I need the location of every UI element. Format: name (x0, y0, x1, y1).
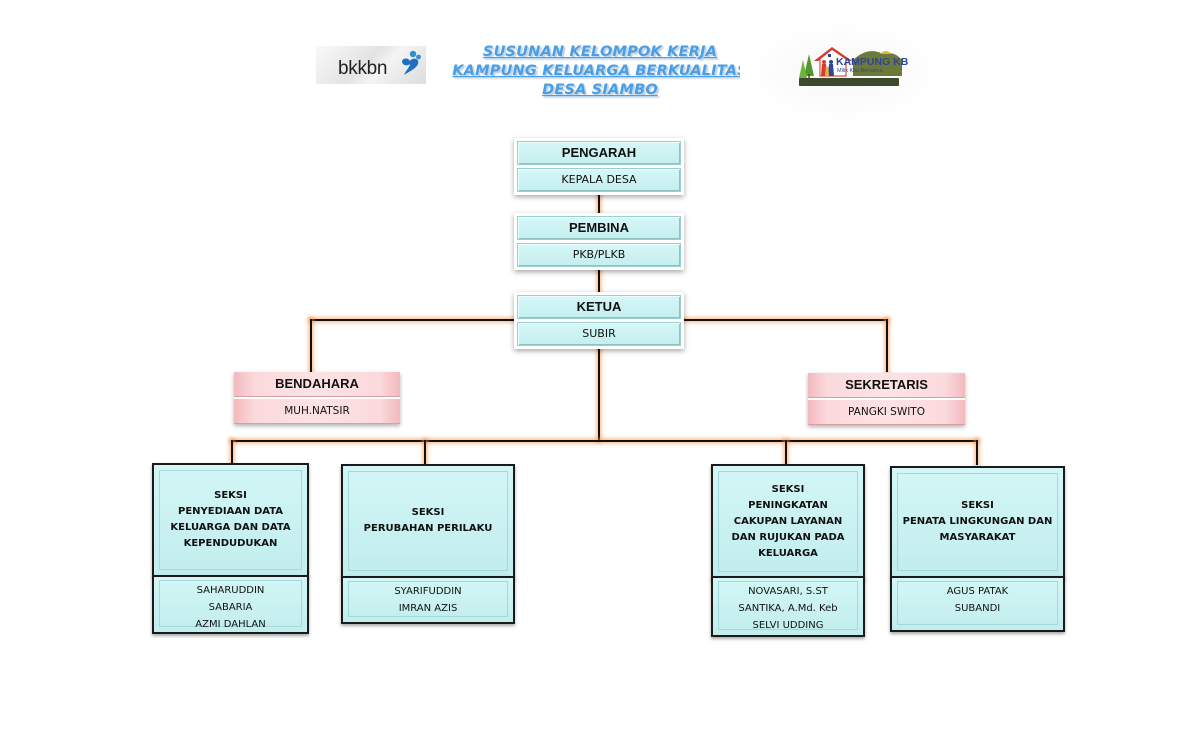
ketua-box: KETUA SUBIR (514, 292, 684, 349)
connector-section-2-drop (424, 440, 426, 464)
bendahara-role: BENDAHARA (234, 372, 400, 397)
section-2-member: SYARIFUDDIN (394, 586, 462, 597)
section-2-members: SYARIFUDDIN IMRAN AZIS (341, 576, 515, 624)
connector-sekretaris-drop (886, 319, 888, 372)
section-3-member: NOVASARI, S.ST (748, 586, 828, 597)
title-line-3: DESA SIAMBO (542, 82, 658, 98)
pembina-role: PEMBINA (517, 216, 681, 240)
bkkbn-logo-text: bkkbn (338, 58, 388, 79)
section-3-member: SANTIKA, A.Md. Keb (738, 603, 838, 614)
kampung-kb-subtitle: Milik Kita Bersama (837, 68, 883, 74)
pengarah-role: PENGARAH (517, 141, 681, 165)
connector-ketua-left (310, 319, 518, 321)
kampung-kb-logo: KAMPUNG KB Milik Kita Bersama (798, 46, 908, 92)
section-4-member: SUBANDI (954, 603, 1001, 614)
section-1-members: SAHARUDDIN SABARIA AZMI DAHLAN (152, 575, 309, 634)
section-2-title: SEKSI PERUBAHAN PERILAKU (348, 471, 508, 571)
bendahara-name: MUH.NATSIR (234, 399, 400, 424)
bkkbn-logo-icon (402, 50, 421, 75)
bkkbn-logo: bkkbn (316, 46, 426, 84)
ketua-name: SUBIR (517, 322, 681, 346)
page-title: SUSUNAN KELOMPOK KERJA KAMPUNG KELUARGA … (430, 43, 770, 100)
pembina-name: PKB/PLKB (517, 243, 681, 267)
pengarah-name: KEPALA DESA (517, 168, 681, 192)
connector-ketua-right (682, 319, 888, 321)
connector-pengarah-pembina (598, 194, 600, 216)
connector-section-4-drop (976, 440, 978, 465)
title-line-2: KAMPUNG KELUARGA BERKUALITAS (452, 63, 748, 79)
ketua-role: KETUA (517, 295, 681, 319)
title-line-1: SUSUNAN KELOMPOK KERJA (482, 44, 718, 60)
section-3-box: SEKSI PENINGKATAN CAKUPAN LAYANAN DAN RU… (711, 464, 865, 579)
section-1-member: AZMI DAHLAN (195, 619, 266, 630)
section-4-box: SEKSI PENATA LINGKUNGAN DAN MASYARAKAT (890, 466, 1065, 578)
connector-section-3-drop (785, 440, 787, 464)
kampung-kb-title: KAMPUNG KB (836, 56, 909, 68)
section-2-member: IMRAN AZIS (398, 603, 458, 614)
connector-pembina-ketua (598, 270, 600, 294)
section-1-member: SABARIA (208, 602, 253, 613)
section-4-members: AGUS PATAK SUBANDI (890, 576, 1065, 632)
sekretaris-role: SEKRETARIS (808, 373, 965, 398)
bendahara-box: BENDAHARA MUH.NATSIR (234, 372, 400, 424)
pembina-box: PEMBINA PKB/PLKB (514, 213, 684, 270)
section-3-members: NOVASARI, S.ST SANTIKA, A.Md. Keb SELVI … (711, 576, 865, 637)
section-2-box: SEKSI PERUBAHAN PERILAKU (341, 464, 515, 578)
section-1-member: SAHARUDDIN (196, 585, 265, 596)
sekretaris-box: SEKRETARIS PANGKI SWITO (808, 373, 965, 425)
kampung-kb-logo-icon (799, 47, 902, 78)
connector-sections-bar (231, 440, 978, 442)
section-4-member: AGUS PATAK (946, 586, 1009, 597)
section-4-title: SEKSI PENATA LINGKUNGAN DAN MASYARAKAT (897, 473, 1058, 571)
section-1-box: SEKSI PENYEDIAAN DATA KELUARGA DAN DATA … (152, 463, 309, 577)
section-3-member: SELVI UDDING (752, 620, 824, 631)
kampung-kb-banner (799, 78, 899, 86)
section-3-title: SEKSI PENINGKATAN CAKUPAN LAYANAN DAN RU… (718, 471, 858, 572)
connector-section-1-drop (231, 440, 233, 464)
connector-ketua-down (598, 346, 600, 441)
section-1-title: SEKSI PENYEDIAAN DATA KELUARGA DAN DATA … (159, 470, 302, 570)
pengarah-box: PENGARAH KEPALA DESA (514, 138, 684, 195)
sekretaris-name: PANGKI SWITO (808, 400, 965, 425)
connector-bendahara-drop (310, 319, 312, 372)
